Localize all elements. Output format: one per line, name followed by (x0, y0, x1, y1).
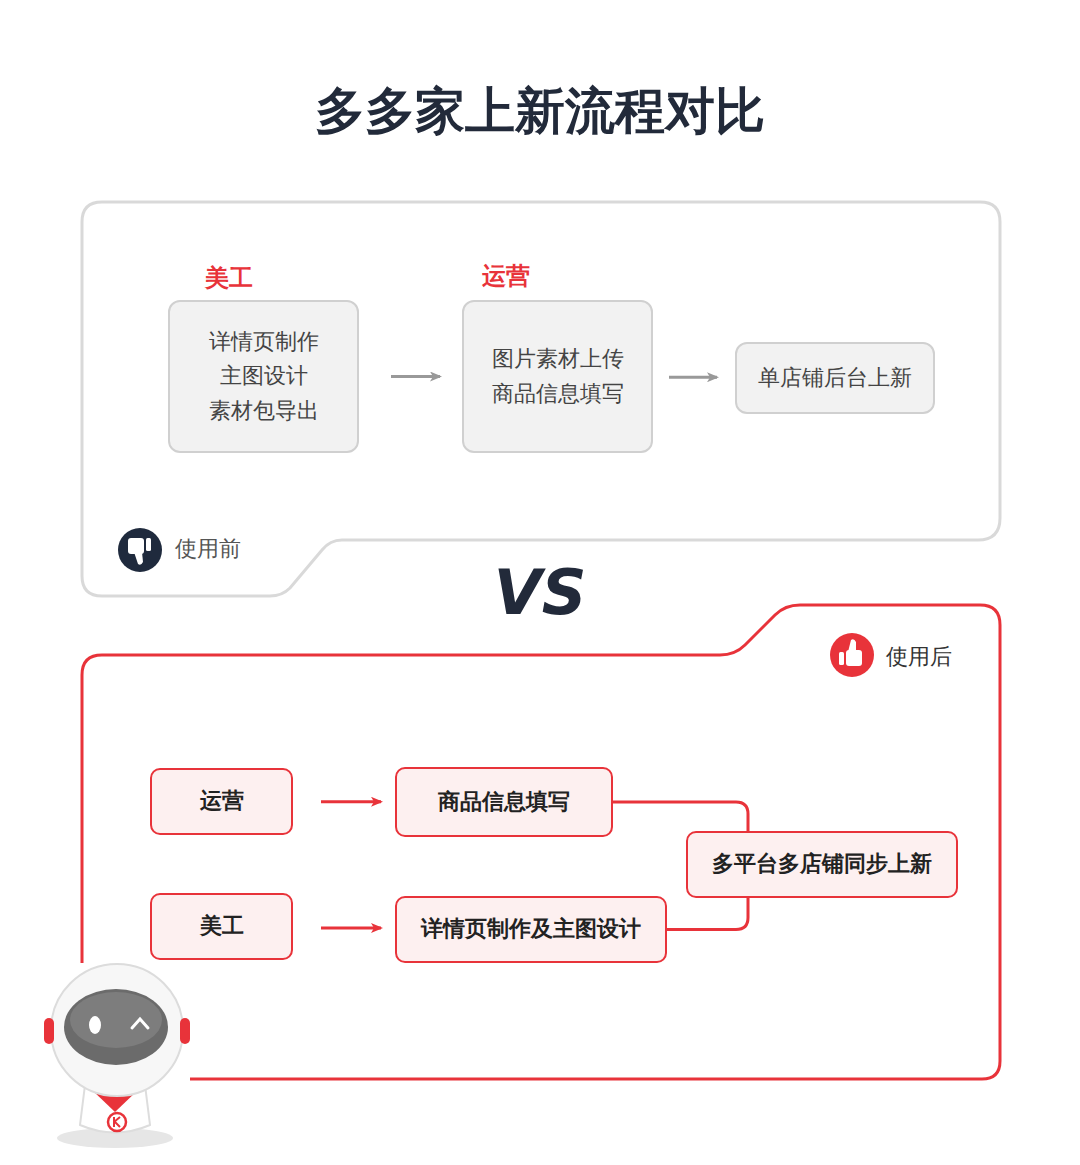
box-text: 多平台多店铺同步上新 (712, 850, 932, 879)
diagram-title: 多多家上新流程对比 (0, 78, 1080, 145)
thumbs-up-icon (830, 633, 874, 677)
box-text: 图片素材上传 商品信息填写 (480, 342, 635, 410)
panel-label: 使用前 (175, 534, 241, 564)
process-box: 详情页制作及主图设计 (395, 896, 667, 963)
box-text: 运营 (200, 787, 244, 816)
process-box: 美工 (150, 893, 293, 960)
process-box: 运营图片素材上传 商品信息填写 (462, 300, 653, 453)
panel-label: 使用后 (886, 642, 952, 672)
process-box: 多平台多店铺同步上新 (686, 831, 958, 898)
panel-region: 使用后运营 商品信息填写多平台多店铺同步上新美工 详情页制作及主图设计 (80, 603, 1002, 1080)
thumbs-down-icon (118, 528, 162, 572)
process-box: 美工详情页制作 主图设计 素材包导出 (168, 300, 359, 453)
role-heading: 美工 (205, 262, 253, 294)
box-text: 美工 (200, 912, 244, 941)
panel-border (82, 605, 1000, 1079)
role-heading: 运营 (482, 260, 530, 292)
flow-connector (613, 802, 748, 831)
panel-border (82, 202, 1000, 596)
robot-mascot (44, 964, 190, 1148)
box-text: 详情页制作 主图设计 素材包导出 (186, 325, 341, 427)
box-text: 商品信息填写 (438, 788, 570, 817)
panel-region: 使用前美工详情页制作 主图设计 素材包导出运营图片素材上传 商品信息填写单店铺后… (80, 200, 1002, 598)
flow-connector (321, 927, 381, 930)
process-box: 单店铺后台上新 (735, 342, 935, 414)
flow-connector (669, 376, 717, 379)
flow-connector (391, 375, 440, 378)
flow-connector (667, 898, 748, 930)
box-text: 详情页制作及主图设计 (421, 915, 641, 944)
flow-connector (321, 800, 381, 803)
vs-label: VS (0, 556, 1080, 629)
process-box: 运营 (150, 768, 293, 835)
box-text: 单店铺后台上新 (758, 364, 912, 393)
process-box: 商品信息填写 (395, 767, 613, 837)
